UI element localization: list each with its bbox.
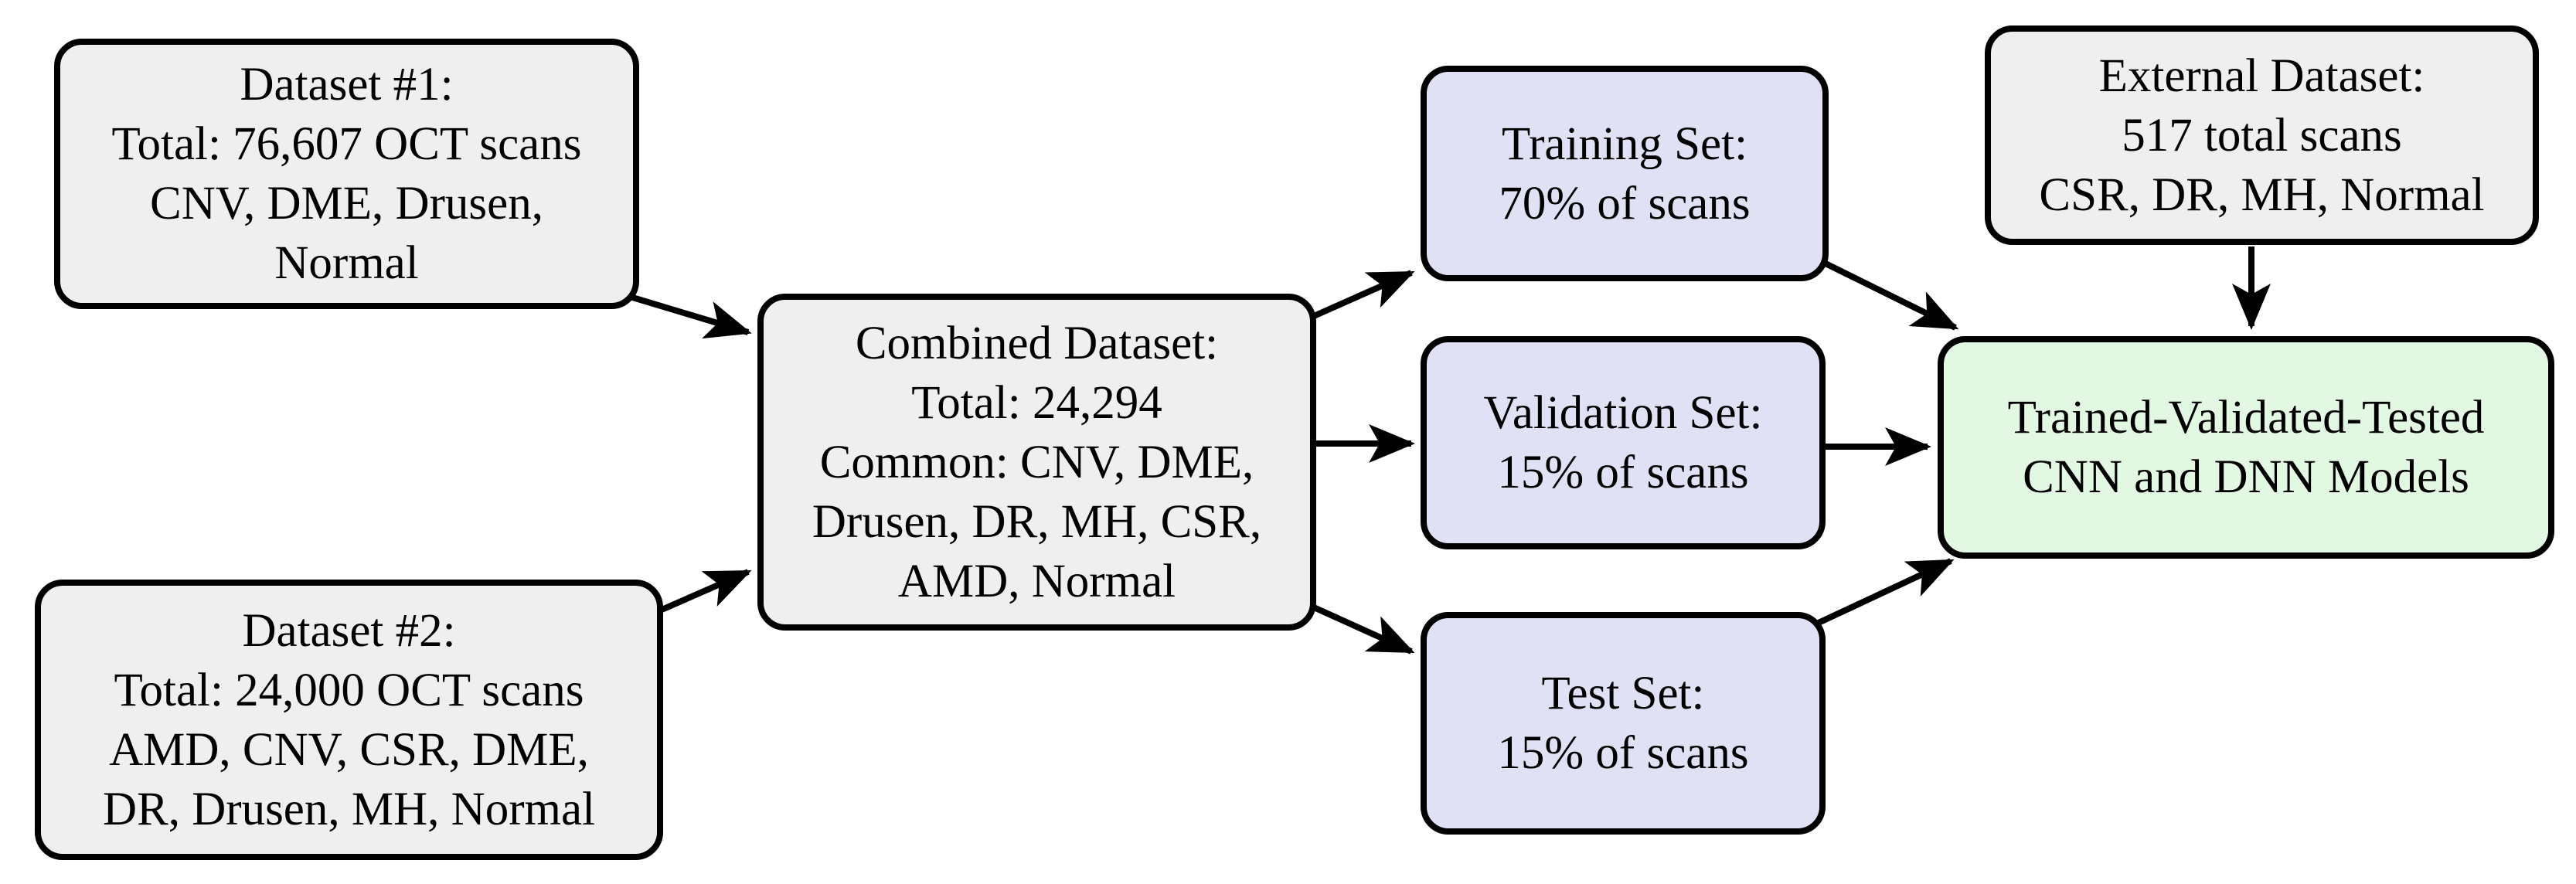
node-text-line: Test Set: [1541,668,1705,719]
node-dataset2: Dataset #2: Total: 24,000 OCT scans AMD,… [35,580,663,860]
arrow-combined-to-test [1312,604,1415,654]
node-external-dataset: External Dataset: 517 total scans CSR, D… [1985,26,2539,245]
node-combined-dataset: Combined Dataset: Total: 24,294 Common: … [757,294,1316,631]
node-dataset1: Dataset #1: Total: 76,607 OCT scans CNV,… [54,39,639,309]
node-text-line: 517 total scans [2122,109,2402,162]
node-text-line: Total: 76,607 OCT scans [111,118,582,170]
node-text-line: Validation Set: [1483,387,1763,439]
node-test-set: Test Set: 15% of scans [1421,612,1826,835]
node-text-line: Common: CNV, DME, [819,436,1254,488]
node-text-line: External Dataset: [2098,49,2425,102]
node-text-line: Drusen, DR, MH, CSR, [812,495,1262,548]
arrow-test-to-models [1807,558,1955,631]
node-validation-set: Validation Set: 15% of scans [1421,336,1826,549]
node-text-line: Total: 24,294 [911,376,1162,429]
arrow-combined-to-training [1312,270,1415,319]
node-text-line: Total: 24,000 OCT scans [114,664,584,716]
node-text-line: Dataset #1: [240,59,454,110]
node-text-line: Normal [274,237,419,289]
node-text-line: 15% of scans [1497,727,1749,779]
node-text-line: Training Set: [1501,117,1748,170]
node-text-line: CNV, DME, Drusen, [150,178,543,230]
node-text-line: CSR, DR, MH, Normal [2039,168,2485,221]
node-text-line: 15% of scans [1497,447,1749,498]
node-trained-models: Trained-Validated-Tested CNN and DNN Mod… [1938,336,2554,559]
node-text-line: Dataset #2: [242,604,456,657]
node-text-line: DR, Drusen, MH, Normal [102,783,596,835]
node-text-line: CNN and DNN Models [2023,451,2469,503]
arrow-training-to-models [1819,258,1959,331]
arrow-dataset2-to-combined [658,569,752,614]
node-text-line: Combined Dataset: [855,317,1219,369]
node-text-line: Trained-Validated-Tested [2007,392,2485,444]
node-text-line: AMD, CNV, CSR, DME, [109,723,589,776]
node-training-set: Training Set: 70% of scans [1421,66,1829,281]
node-text-line: 70% of scans [1499,177,1751,230]
arrow-dataset1-to-combined [626,293,752,339]
node-text-line: AMD, Normal [897,555,1176,607]
